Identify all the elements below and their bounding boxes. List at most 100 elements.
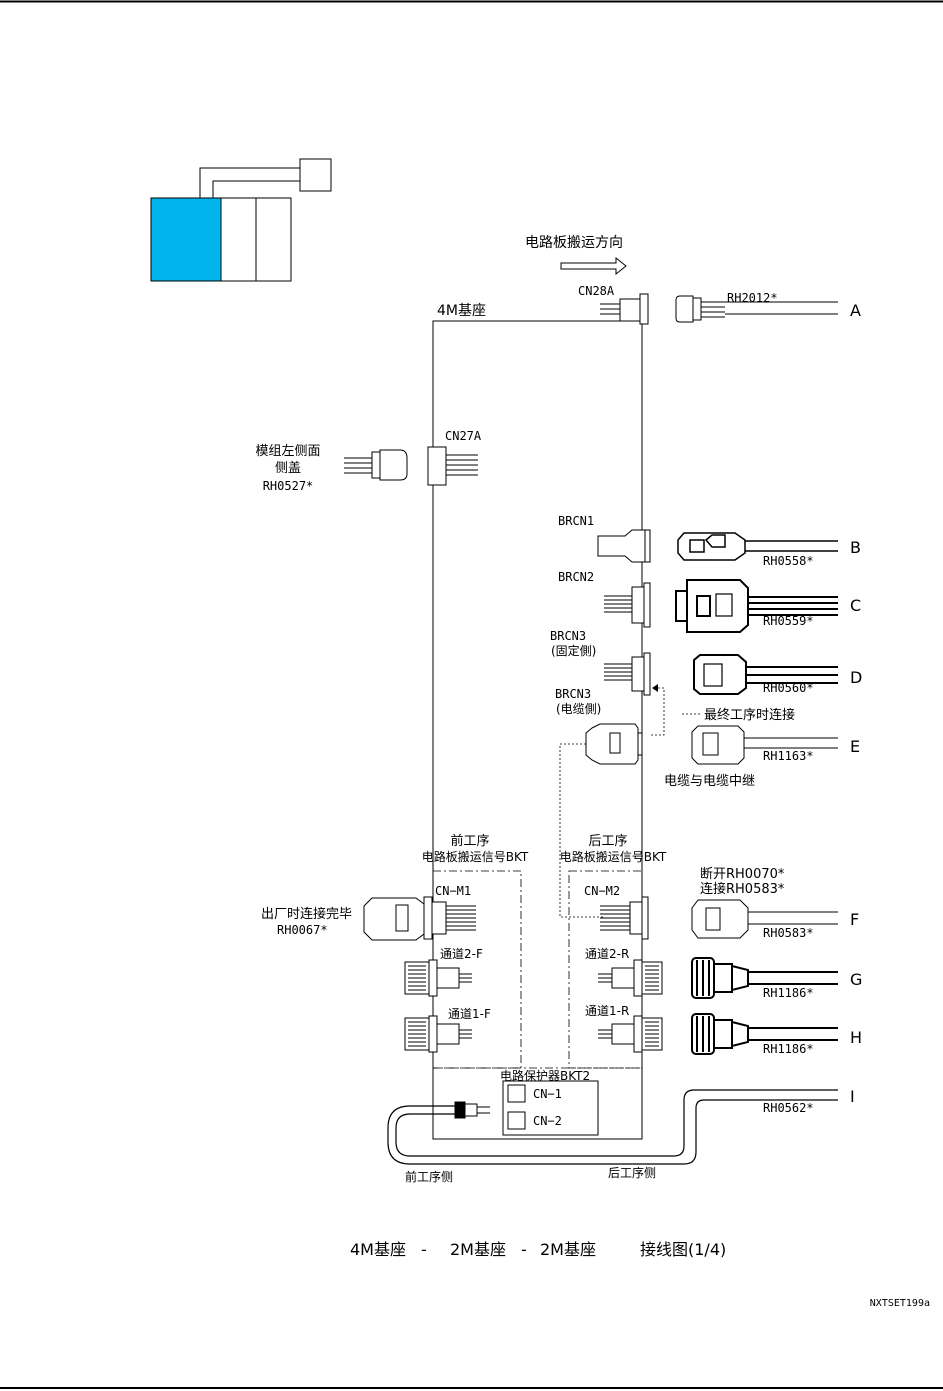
- cable-f-plug-icon: [691, 899, 749, 939]
- figure-id: NXTSET199a: [870, 1298, 930, 1309]
- cn-m2-label: CN−M2: [584, 884, 620, 898]
- cn-m1-label: CN−M1: [435, 884, 471, 898]
- cable-i-plug-icon: [454, 1101, 490, 1119]
- left-cover-plug-icon: [344, 449, 408, 481]
- left-cover-line1: 模组左侧面: [255, 444, 320, 459]
- relay-route-line: [559, 743, 604, 918]
- letter-h: H: [850, 1028, 862, 1047]
- transfer-direction-arrow-icon: [560, 256, 627, 276]
- brcn3-cable-label: BRCN3: [555, 687, 591, 701]
- factory-line1: 出厂时连接完毕: [261, 906, 352, 922]
- brcn3-fixed-connector-icon: [604, 652, 651, 696]
- front-bkt-line1: 前工序: [450, 833, 489, 849]
- ch1-r-label: 通道1-R: [585, 1004, 629, 1018]
- caption-sep2: -: [521, 1240, 527, 1259]
- rear-side-label: 后工序侧: [608, 1165, 656, 1180]
- brcn3-fixed-note: (固定側): [551, 643, 596, 658]
- cn2-label: CN−2: [533, 1114, 562, 1128]
- cable-i-route: [387, 1089, 838, 1165]
- ch2-r-label: 通道2-R: [585, 947, 629, 961]
- module-2m-first: [220, 197, 257, 282]
- disconnect-line1: 断开RH0070*: [700, 867, 785, 882]
- cn1-socket: [507, 1084, 526, 1103]
- code-rh0527: RH0527*: [263, 479, 314, 493]
- front-bkt-line2: 电路板搬运信号BKT: [422, 849, 529, 864]
- cable-h-plug-icon: [691, 1013, 749, 1055]
- code-rh0559: RH0559*: [763, 614, 814, 628]
- cable-e-plug-icon: [691, 725, 745, 765]
- cn28a-label: CN28A: [578, 284, 615, 298]
- cn1-label: CN−1: [533, 1087, 562, 1101]
- front-side-label: 前工序侧: [405, 1169, 453, 1184]
- letter-a: A: [850, 301, 861, 320]
- code-rh1186-g: RH1186*: [763, 986, 814, 1000]
- cn27a-connector-icon: [427, 446, 478, 486]
- code-rh1163: RH1163*: [763, 749, 814, 763]
- ch1-f-label: 通道1-F: [448, 1007, 491, 1021]
- letter-d: D: [850, 668, 862, 687]
- left-cover-line2: 侧盖: [275, 461, 301, 476]
- code-rh1186-h: RH1186*: [763, 1042, 814, 1056]
- cn-m2-connector-icon: [600, 896, 649, 940]
- brcn3-cable-plug-icon: [585, 723, 643, 765]
- ch1-f-connector-icon: [404, 1015, 472, 1053]
- brcn1-label: BRCN1: [558, 514, 594, 528]
- cn-m1-connector-icon: [423, 896, 476, 940]
- letter-f: F: [850, 910, 859, 929]
- cable-d-wire: [746, 666, 838, 684]
- breaker-label: 电路保护器BKT2: [500, 1068, 590, 1083]
- code-rh0558: RH0558*: [763, 554, 814, 568]
- caption-title: 接线图(1/4): [640, 1240, 726, 1259]
- caption-part2: 2M基座: [450, 1240, 506, 1259]
- ch2-r-connector-icon: [598, 959, 663, 997]
- brcn2-label: BRCN2: [558, 570, 594, 584]
- rear-bkt-line2: 电路板搬运信号BKT: [560, 849, 667, 864]
- relay-note: 电缆与电缆中继: [664, 773, 755, 789]
- cn2-socket: [507, 1111, 526, 1130]
- base-label: 4M基座: [437, 302, 486, 319]
- cn27a-label: CN27A: [445, 429, 482, 443]
- cable-g-plug-icon: [691, 957, 749, 999]
- highlight-module-4m: [150, 197, 222, 282]
- ch1-r-connector-icon: [598, 1015, 663, 1053]
- cn28a-connector-icon: [600, 293, 649, 325]
- ch2-f-connector-icon: [404, 959, 472, 997]
- caption-part1: 4M基座: [350, 1240, 406, 1259]
- letter-b: B: [850, 538, 861, 557]
- cable-h-wire: [748, 1027, 838, 1041]
- code-rh0562: RH0562*: [763, 1101, 814, 1115]
- ch2-f-label: 通道2-F: [440, 947, 483, 961]
- cable-c-plug-icon: [675, 579, 749, 633]
- module-position-indicator: [150, 158, 332, 282]
- remote-box: [299, 158, 332, 192]
- letter-c: C: [850, 596, 861, 615]
- factory-plug-icon: [363, 897, 425, 941]
- disconnect-line2: 连接RH0583*: [700, 881, 785, 897]
- final-connect-link: [650, 687, 665, 736]
- brcn1-connector-icon: [597, 529, 651, 563]
- letter-g: G: [850, 970, 862, 989]
- brcn2-connector-icon: [604, 582, 651, 628]
- code-rh0067: RH0067*: [277, 923, 328, 937]
- final-connect-note: 最终工序时连接: [704, 707, 795, 723]
- letter-e: E: [850, 737, 860, 756]
- base-4m-outline: [432, 320, 643, 1140]
- rear-bkt-line1: 后工序: [588, 834, 627, 849]
- cable-c-wire: [748, 596, 838, 616]
- code-rh0560: RH0560*: [763, 681, 814, 695]
- cable-d-plug-icon: [693, 654, 747, 695]
- letter-i: I: [850, 1087, 855, 1106]
- brcn3-fixed-label: BRCN3: [550, 629, 586, 643]
- final-connect-arrow-icon: [652, 684, 658, 692]
- cable-a-plug-icon: [675, 295, 725, 323]
- cable-b-plug-icon: [677, 532, 746, 561]
- module-2m-second: [255, 197, 292, 282]
- transfer-direction-label: 电路板搬运方向: [525, 235, 623, 251]
- brcn3-cable-note: (电缆側): [556, 702, 601, 716]
- code-rh0583: RH0583*: [763, 926, 814, 940]
- caption-sep1: -: [421, 1240, 427, 1259]
- code-rh2012: RH2012*: [727, 291, 778, 305]
- cable-g-wire: [748, 971, 838, 985]
